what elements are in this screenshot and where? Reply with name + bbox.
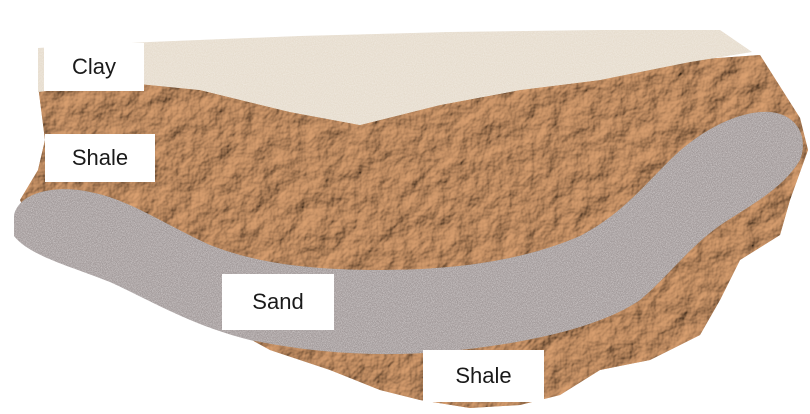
label-clay: Clay [44,43,144,91]
label-sand: Sand [222,274,334,330]
label-shale-upper: Shale [45,134,155,182]
label-shale-lower: Shale [423,350,544,402]
